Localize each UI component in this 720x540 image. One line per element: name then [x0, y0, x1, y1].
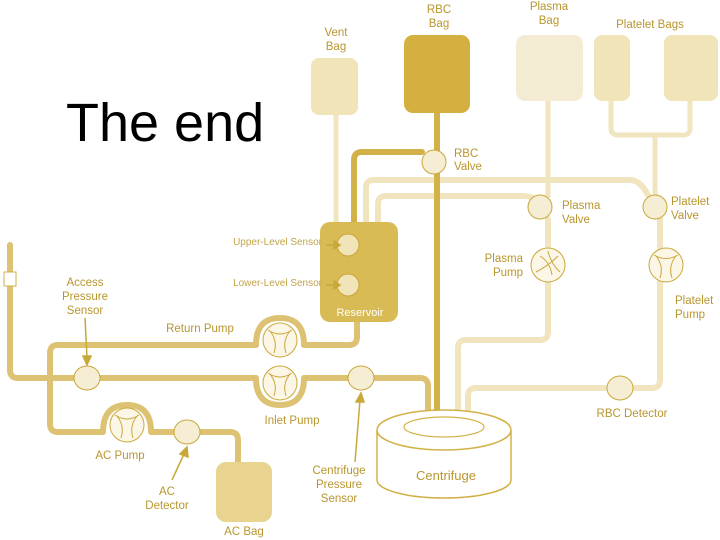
access-pressure-sensor: [73, 365, 101, 391]
plasma-out-tube: [455, 216, 551, 423]
rbc-bag-label: Bag: [429, 18, 449, 30]
centrifuge-pressure-sensor-label: Sensor: [321, 493, 358, 505]
reservoir-rbc-tube: [351, 149, 425, 225]
platelet-out-tube: [465, 216, 663, 423]
pump-rotor-icon: [114, 414, 140, 439]
plasma-return-tube: [375, 193, 537, 225]
plasma-bag-label: Plasma: [530, 1, 569, 13]
rbc-bag-label: RBC: [427, 4, 451, 16]
platelet-bag-2: [664, 35, 718, 101]
rbc-valve-label: Valve: [454, 161, 482, 173]
access-connector: [3, 271, 17, 287]
vent-bag-label: Bag: [326, 41, 346, 53]
arrow-icon: [333, 279, 342, 291]
inlet-tube: [7, 242, 431, 423]
pump-rotor-icon: [535, 250, 561, 276]
platelet-valve-label: Valve: [671, 210, 699, 222]
plasma-bag-label: Bag: [539, 15, 559, 27]
ac-detector: [173, 419, 201, 445]
rbc-detector-label: RBC Detector: [597, 408, 668, 420]
pump-rotor-icon: [267, 372, 293, 397]
access-pressure-sensor-label: Pressure: [62, 291, 108, 303]
inlet-pump-label: Inlet Pump: [265, 415, 320, 427]
reservoir-label: Reservoir: [336, 307, 383, 319]
platelet-pump-label: Platelet: [675, 295, 714, 307]
ac-bag: [216, 462, 272, 522]
platelet-valve-label: Platelet: [671, 196, 710, 208]
plasma-bag: [516, 35, 583, 101]
return-pump-label: Return Pump: [166, 323, 234, 335]
ac-detector-label: Detector: [145, 500, 189, 512]
rbc-valve-label: RBC: [454, 148, 478, 160]
pump-rotor-icon: [267, 329, 293, 354]
rbc-detector: [606, 375, 634, 401]
rbc-bag: [404, 35, 470, 113]
arrow-icon: [333, 239, 342, 251]
arrow-icon: [84, 317, 88, 359]
centrifuge-pressure-sensor-label: Centrifuge: [312, 465, 365, 477]
centrifuge-inner: [403, 416, 485, 438]
lower-level-sensor-label: Lower-Level Sensor: [233, 278, 323, 289]
ac-pump-label: AC Pump: [95, 450, 144, 462]
arrow-icon: [81, 355, 93, 367]
arrow-icon: [354, 399, 361, 463]
arrow-icon: [354, 391, 366, 403]
ac-bag-label: AC Bag: [224, 526, 264, 538]
slide-title: The end: [66, 93, 265, 153]
platelet-pump: [648, 247, 684, 283]
platelet-pump-label: Pump: [675, 309, 705, 321]
inlet-pump: [262, 365, 298, 401]
plasma-pump-label: Plasma: [485, 253, 524, 265]
centrifuge-label: Centrifuge: [416, 468, 476, 483]
ac-pump: [109, 407, 145, 443]
vent-bag-label: Vent: [324, 27, 348, 39]
plasma-valve-label: Valve: [562, 214, 590, 226]
centrifuge-pressure-sensor: [347, 365, 375, 391]
vent-bag: [311, 58, 358, 115]
return-pump: [262, 322, 298, 358]
upper-level-sensor-label: Upper-Level Sensor: [233, 237, 323, 248]
centrifuge-pressure-sensor-label: Pressure: [316, 479, 362, 491]
plasma-valve-label: Plasma: [562, 200, 601, 212]
centrifuge-top: [376, 409, 512, 451]
platelet-return-tube: [363, 177, 651, 225]
arrow-icon: [178, 445, 189, 459]
arrow-icon: [171, 453, 185, 481]
plasma-valve: [527, 194, 553, 220]
platelet-bag-1: [594, 35, 630, 101]
rbc-valve: [421, 149, 447, 175]
plasma-pump-label: Pump: [493, 267, 523, 279]
platelet-bags-label: Platelet Bags: [616, 19, 684, 31]
return-tube: [47, 315, 360, 465]
platelet-bags-tube: [608, 97, 693, 199]
platelet-valve: [642, 194, 668, 220]
ac-detector-label: AC: [159, 486, 175, 498]
pump-rotor-icon: [653, 254, 679, 279]
access-pressure-sensor-label: Sensor: [67, 305, 104, 317]
access-pressure-sensor-label: Access: [66, 277, 103, 289]
